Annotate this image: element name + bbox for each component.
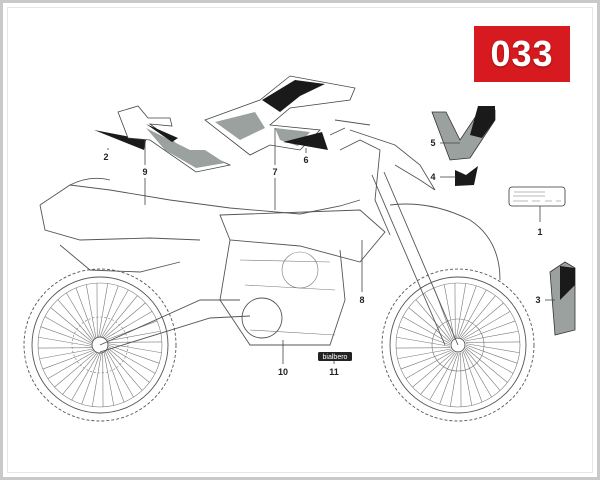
wheel-spoke: [104, 351, 125, 403]
decal-4: [455, 166, 478, 186]
wheel-spoke: [424, 292, 453, 341]
wheel-spoke: [465, 346, 514, 374]
wheel-spoke: [39, 348, 94, 360]
wheel-spoke: [397, 348, 452, 360]
wheel-spoke: [398, 326, 451, 346]
wheel-spoke: [40, 326, 93, 346]
wheel-spoke: [456, 283, 467, 338]
wheel-spoke: [465, 343, 520, 354]
wheel-spoke: [443, 284, 455, 339]
wheel-spoke: [396, 336, 451, 347]
callout-7: 7: [272, 167, 277, 177]
callout-2: 2: [103, 152, 108, 162]
wheel-spoke: [461, 351, 473, 406]
wheel-spoke: [106, 348, 143, 391]
callout-5: 5: [430, 138, 435, 148]
callout-1: 1: [537, 227, 542, 237]
wheel-spoke: [412, 351, 455, 388]
wheel-spoke: [405, 350, 454, 379]
wheel-spoke: [104, 311, 153, 340]
wheel-spoke: [464, 320, 516, 341]
rear-wheel: [23, 268, 177, 422]
wheel-spoke: [103, 351, 115, 406]
wheel-spoke: [464, 330, 519, 342]
wheel-spoke: [81, 352, 101, 405]
wheel-spoke: [50, 307, 93, 343]
wheel-spoke: [106, 330, 161, 342]
decal-7: [204, 75, 356, 156]
sticker-11-bialbero: bialbero: [318, 352, 352, 361]
wheel-spoke: [439, 352, 459, 405]
callout-6: 6: [303, 155, 308, 165]
wheel-spoke: [57, 299, 94, 342]
wheel-spoke: [400, 349, 452, 370]
wheel-spoke: [420, 352, 456, 395]
wheel-spoke: [75, 287, 96, 339]
callout-9: 9: [142, 167, 147, 177]
decal-3: [549, 261, 576, 336]
wheel-spoke: [103, 302, 146, 339]
wheel-spoke: [460, 295, 496, 338]
wheel-spoke: [107, 346, 156, 374]
leader-lines: [107, 128, 555, 364]
wheel-spoke: [98, 283, 109, 338]
wheel-spoke: [47, 350, 96, 379]
decal-6: [283, 132, 328, 150]
motorcycle-body: [39, 119, 501, 353]
wheel-spoke: [91, 352, 102, 407]
wheel-spoke: [107, 343, 162, 354]
wheel-spoke: [85, 284, 97, 339]
wheel-spoke: [42, 349, 94, 370]
wheel-spoke: [461, 302, 504, 339]
diagram-number-badge: 033: [474, 26, 570, 82]
decal-2: [94, 130, 146, 150]
callout-8: 8: [359, 295, 364, 305]
wheel-spoke: [465, 344, 518, 364]
wheel-spoke: [101, 289, 129, 338]
wheel-spoke: [449, 352, 460, 407]
front-wheel: [381, 268, 535, 422]
wheel-spoke: [459, 289, 487, 338]
callout-11: 11: [329, 367, 339, 377]
wheel-spoke: [462, 351, 483, 403]
wheel-spoke: [107, 344, 160, 364]
wheel-spoke: [44, 316, 93, 344]
wheel-spoke: [54, 351, 97, 388]
wheel-spoke: [464, 348, 501, 391]
wheel-spoke: [408, 307, 451, 343]
callout-3: 3: [535, 295, 540, 305]
sticker-11-text: bialbero: [323, 354, 348, 361]
wheel-spoke: [465, 347, 508, 383]
wheel-spoke: [463, 349, 492, 398]
wheel-spoke: [66, 292, 95, 341]
wheel-spoke: [429, 352, 457, 401]
wheel-spoke: [415, 299, 452, 342]
decal-9: [117, 105, 232, 173]
sticker-1-info-label: [508, 186, 566, 207]
wheel-spoke: [71, 352, 99, 401]
decal-5: [431, 106, 496, 161]
callout-4: 4: [430, 172, 435, 182]
frame-inner-border: [7, 7, 593, 473]
callout-10: 10: [278, 367, 288, 377]
wheel-spoke: [107, 347, 150, 383]
wheel-spoke: [102, 295, 138, 338]
wheel-spoke: [62, 352, 98, 395]
wheel-spoke: [105, 349, 134, 398]
wheel-spoke: [457, 285, 477, 338]
wheel-spoke: [99, 285, 119, 338]
wheel-spoke: [462, 311, 511, 340]
wheel-spoke: [38, 336, 93, 347]
